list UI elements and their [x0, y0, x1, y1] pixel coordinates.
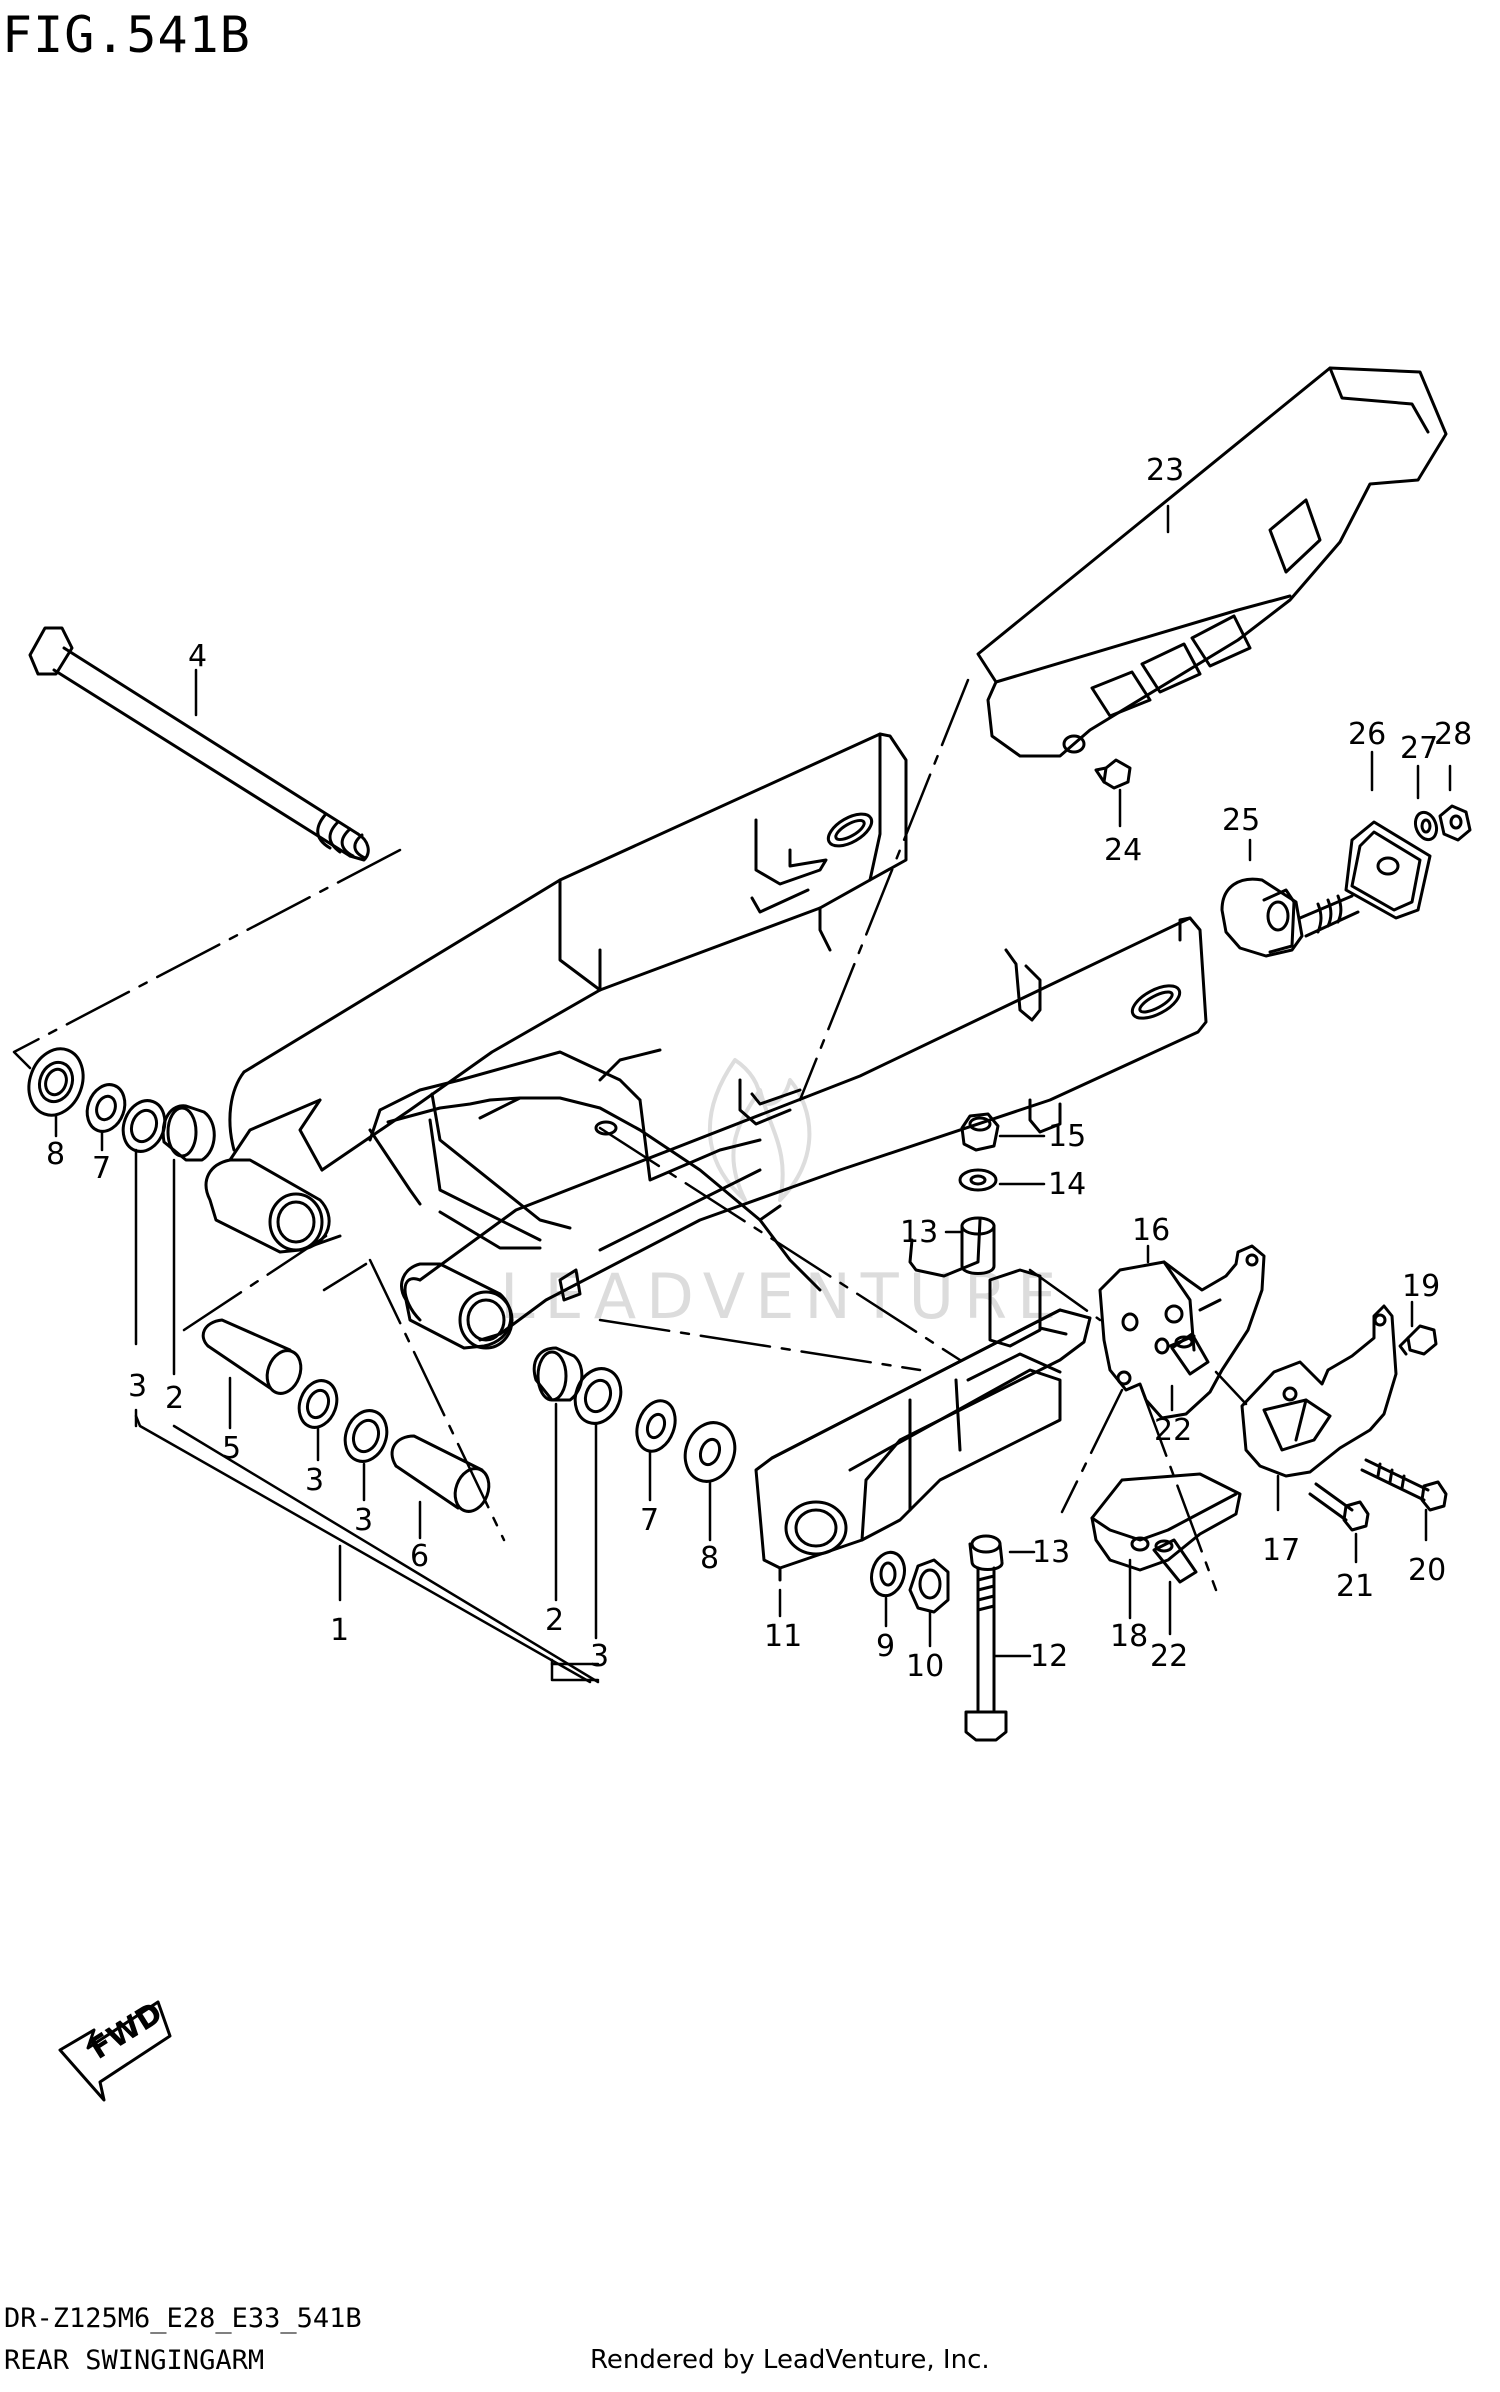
callout-2: 2 — [545, 1603, 564, 1638]
bolt-19 — [1398, 1324, 1438, 1356]
bolt-12 — [964, 1566, 1008, 1742]
callout-3: 3 — [590, 1639, 609, 1674]
washer-9 — [870, 1550, 906, 1598]
pin-22-lower — [1152, 1538, 1198, 1584]
callout-19: 19 — [1402, 1269, 1440, 1304]
callout-5: 5 — [222, 1431, 241, 1466]
callout-28: 28 — [1434, 717, 1472, 752]
watermark-text: LEADVENTURE — [500, 1260, 1066, 1333]
spacer-5 — [201, 1318, 303, 1395]
callout-14: 14 — [1048, 1167, 1086, 1202]
callout-17: 17 — [1262, 1533, 1300, 1568]
callout-4: 4 — [188, 639, 207, 674]
nut-28 — [1438, 804, 1472, 842]
chain-guide-pad-18 — [1090, 1472, 1242, 1572]
washer-7-left — [85, 1083, 127, 1133]
callout-18: 18 — [1110, 1619, 1148, 1654]
callout-10: 10 — [906, 1649, 944, 1684]
callout-26: 26 — [1348, 717, 1386, 752]
callout-7: 7 — [640, 1503, 659, 1538]
bushing-2-left — [161, 1104, 216, 1162]
dust-seal-8-right — [683, 1421, 737, 1483]
assembly-lines — [12, 678, 1248, 1592]
fwd-arrow-icon: FWD — [58, 1996, 172, 2102]
callout-7: 7 — [92, 1151, 111, 1186]
rendered-by-credit: Rendered by LeadVenture, Inc. — [590, 2345, 990, 2375]
callout-numbers: 1 2 2 3 3 3 3 4 5 6 7 7 8 8 9 10 11 12 1… — [46, 453, 1472, 1684]
callout-15: 15 — [1048, 1119, 1086, 1154]
callout-24: 24 — [1104, 833, 1142, 868]
callout-22: 22 — [1150, 1639, 1188, 1674]
seal-3-lower-a — [297, 1379, 339, 1429]
callout-22: 22 — [1154, 1413, 1192, 1448]
bolt-20 — [1360, 1458, 1448, 1512]
callout-25: 25 — [1222, 803, 1260, 838]
callout-13: 13 — [1032, 1535, 1070, 1570]
callout-8: 8 — [46, 1137, 65, 1172]
leader-lines — [54, 504, 1452, 1684]
callout-11: 11 — [764, 1619, 802, 1654]
chain-puller — [1344, 820, 1432, 920]
callout-2: 2 — [165, 1381, 184, 1416]
dust-seal-8-left — [27, 1047, 85, 1117]
seal-3-right — [573, 1367, 623, 1425]
nut-10 — [908, 1558, 950, 1614]
callout-1: 1 — [330, 1613, 349, 1648]
washer-14 — [958, 1168, 998, 1192]
chain-guide-plate-16 — [1098, 1244, 1266, 1420]
callout-3: 3 — [305, 1463, 324, 1498]
diagram-name: REAR SWINGINGARM — [4, 2345, 265, 2376]
bracket-17 — [1240, 1304, 1398, 1478]
callout-13: 13 — [900, 1215, 938, 1250]
fwd-label: FWD — [84, 1996, 169, 2067]
seal-3-lower-b — [343, 1409, 389, 1463]
callout-27: 27 — [1400, 731, 1438, 766]
callout-16: 16 — [1132, 1213, 1170, 1248]
callout-6: 6 — [410, 1539, 429, 1574]
chain-adjuster-plate — [1220, 877, 1360, 958]
bolt-21 — [1308, 1482, 1370, 1532]
watermark-logo — [708, 1058, 812, 1202]
spacer-6 — [390, 1434, 491, 1513]
callout-8: 8 — [700, 1541, 719, 1576]
washer-7-right — [635, 1399, 677, 1453]
callout-9: 9 — [876, 1629, 895, 1664]
collar-13-lower — [968, 1534, 1004, 1571]
collar-13-upper — [960, 1216, 996, 1275]
pivot-shaft — [28, 626, 370, 862]
callout-21: 21 — [1336, 1569, 1374, 1604]
callout-20: 20 — [1408, 1553, 1446, 1588]
callout-3: 3 — [128, 1369, 147, 1404]
washer-27 — [1413, 810, 1439, 842]
chain-slider — [754, 1268, 1092, 1582]
chain-case — [976, 366, 1448, 758]
pin-22-upper — [1170, 1332, 1210, 1376]
callout-23: 23 — [1146, 453, 1184, 488]
swingarm-body — [204, 732, 1208, 1350]
callout-3: 3 — [354, 1503, 373, 1538]
bolt-24 — [1094, 758, 1132, 790]
figure-title: FIG.541B — [2, 6, 251, 64]
model-code: DR-Z125M6_E28_E33_541B — [4, 2303, 362, 2334]
nut-15 — [960, 1112, 1000, 1152]
callout-12: 12 — [1030, 1639, 1068, 1674]
